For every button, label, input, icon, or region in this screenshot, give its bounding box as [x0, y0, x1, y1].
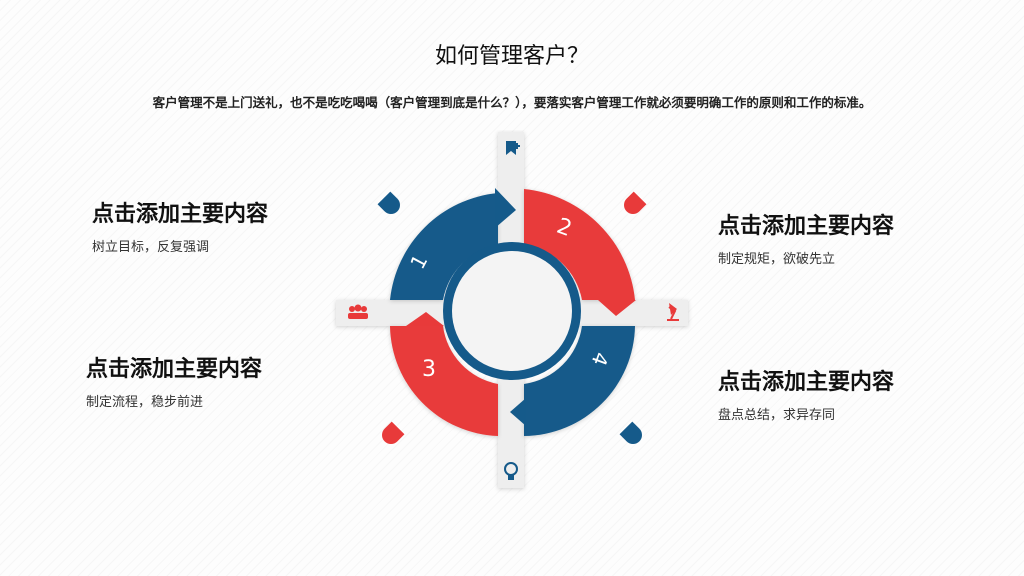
content-block-1[interactable]: 点击添加主要内容 树立目标，反复强调 [92, 196, 268, 255]
arrow-head-1 [495, 188, 516, 228]
cycle-diagram: 1 2 3 4 [336, 132, 688, 488]
desk-lamp-icon [667, 303, 679, 321]
arrow-head-3 [406, 312, 444, 326]
content-block-4[interactable]: 点击添加主要内容 盘点总结，求异存同 [718, 364, 894, 423]
teardrop-accent [624, 191, 647, 214]
block-text[interactable]: 制定规矩，欲破先立 [718, 252, 836, 267]
block-heading[interactable]: 点击添加主要内容 [92, 202, 269, 227]
page-subtitle: 客户管理不是上门送礼，也不是吃吃喝喝（客户管理到底是什么？），要落实客户管理工作… [152, 95, 872, 110]
block-heading[interactable]: 点击添加主要内容 [718, 214, 895, 239]
segment-2[interactable] [524, 189, 635, 300]
content-block-3[interactable]: 点击添加主要内容 制定流程，稳步前进 [86, 351, 262, 410]
page-title: 如何管理客户？ [434, 44, 589, 69]
block-text[interactable]: 制定流程，稳步前进 [86, 395, 204, 410]
arrow-head-4 [510, 398, 526, 426]
center-circle [452, 251, 572, 371]
segment-1[interactable] [390, 193, 498, 300]
segment-4[interactable] [524, 326, 635, 436]
content-block-2[interactable]: 点击添加主要内容 制定规矩，欲破先立 [718, 208, 894, 267]
block-heading[interactable]: 点击添加主要内容 [718, 370, 895, 395]
segment-3[interactable] [390, 326, 498, 436]
teardrop-accent [377, 191, 400, 214]
lightbulb-icon [504, 462, 518, 480]
block-text[interactable]: 树立目标，反复强调 [92, 240, 210, 255]
block-text[interactable]: 盘点总结，求异存同 [718, 408, 836, 423]
teardrop-accent [382, 421, 405, 445]
segment-number: 3 [422, 357, 436, 382]
teardrop-accent [619, 421, 642, 444]
block-heading[interactable]: 点击添加主要内容 [86, 357, 263, 382]
bookmark-add-icon [506, 141, 520, 155]
arrow-head-2 [598, 300, 636, 316]
team-icon [348, 304, 368, 319]
